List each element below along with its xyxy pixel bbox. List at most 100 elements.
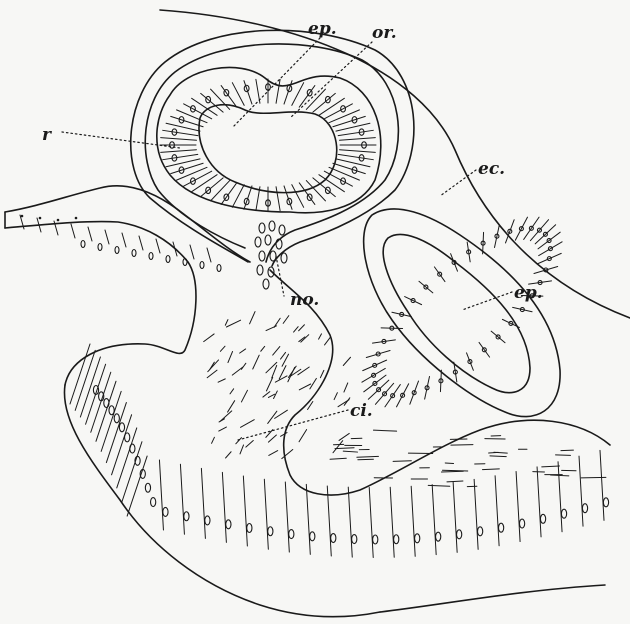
connective-fibre	[330, 458, 346, 459]
tissue-cell-wall	[201, 468, 205, 538]
tissue-cell-wall	[306, 484, 310, 554]
connective-fibre	[442, 470, 467, 471]
retina-ray	[163, 130, 198, 135]
ciliary-fibre	[266, 362, 277, 372]
connective-fibre	[445, 463, 453, 464]
ciliary-fibre	[274, 318, 280, 327]
retina-ray	[284, 81, 292, 104]
retina-ray	[232, 185, 244, 208]
retina-ray	[163, 154, 198, 159]
tissue-nucleus	[217, 265, 221, 272]
tissue-nucleus	[130, 444, 135, 453]
tissue-cell-wall	[495, 476, 499, 546]
ciliary-fibre	[334, 393, 337, 400]
tissue-nucleus	[373, 535, 378, 544]
tissue-cell-wall	[222, 472, 226, 542]
ciliary-fibre	[299, 430, 307, 442]
ciliary-fibres	[204, 312, 606, 487]
retina-ray	[221, 183, 237, 205]
retina-ray	[244, 186, 252, 209]
ciliary-fibre	[240, 349, 246, 353]
tissue-nucleus	[499, 523, 504, 532]
ring-cell-wall	[405, 297, 422, 305]
tissue-nucleus	[200, 262, 204, 269]
tissue-nucleus	[268, 527, 273, 536]
ciliary-fibre	[219, 427, 227, 431]
ciliary-fibre	[273, 347, 280, 356]
retina-ray	[313, 93, 335, 112]
tissue-cell-wall	[122, 442, 142, 502]
tissue-cell-wall	[88, 227, 92, 241]
tissue-cell-wall	[139, 236, 143, 250]
label-or: or.	[372, 23, 397, 43]
ring-cell-wall	[410, 381, 419, 404]
tissue-nucleus	[457, 530, 462, 539]
retina-inner	[199, 105, 337, 193]
ring-cells	[362, 217, 562, 407]
ciliary-fibre	[226, 320, 240, 327]
label-ci: ci.	[350, 401, 373, 421]
retina-ray	[211, 181, 230, 201]
tissue-cell-wall	[432, 485, 436, 555]
tissue-nucleus	[540, 514, 545, 523]
ciliary-fibre	[263, 392, 270, 397]
connective-fibre	[490, 456, 506, 457]
tissue-cell-wall	[190, 245, 194, 259]
tissue-nucleus	[331, 534, 336, 543]
tissue-nucleus	[603, 498, 608, 507]
tissue-nucleus	[132, 250, 136, 257]
retina-ray	[340, 138, 376, 141]
tissue-cell-wall	[159, 460, 163, 530]
ciliary-fibre	[230, 389, 234, 394]
ring-cell-wall	[434, 267, 445, 282]
tissue-cell-wall	[264, 479, 268, 549]
label-r: r	[42, 125, 52, 145]
retina-ray	[244, 81, 252, 104]
ciliary-fibre	[339, 433, 349, 440]
ciliary-fibre	[220, 411, 232, 421]
connective-fibre	[482, 469, 499, 470]
ciliary-fibre	[294, 327, 299, 332]
tissue-nucleus	[184, 512, 189, 521]
leader-r	[62, 132, 180, 148]
connective-fibre	[343, 451, 357, 452]
tissue-cell-wall	[327, 486, 331, 556]
tissue-cell-wall	[411, 486, 415, 556]
tissue-inner-bottom	[380, 585, 605, 612]
ciliary-fibre	[261, 346, 265, 351]
tissue-cell-wall	[117, 428, 137, 488]
eye-capsule-inner	[145, 44, 398, 262]
tissue-upper-inner	[5, 222, 196, 385]
connective-fibre	[551, 475, 569, 476]
tissue-cell-wall	[600, 450, 604, 520]
retina-ray	[306, 89, 325, 109]
ciliary-fibre	[344, 383, 348, 392]
tissue-cell-wall	[243, 476, 247, 546]
ciliary-fibre	[250, 312, 255, 324]
retina-ray	[338, 130, 373, 135]
tissue-nucleus	[109, 406, 114, 415]
ciliary-fibre	[241, 420, 255, 428]
tissue-nucleus	[289, 530, 294, 539]
tissue-nucleus	[415, 534, 420, 543]
ring-cell-wall	[535, 225, 555, 244]
ciliary-fibre	[241, 390, 247, 402]
ciliary-fibre	[299, 384, 310, 390]
retina-ray	[161, 150, 197, 153]
ring-cell-wall	[372, 340, 395, 343]
ring-cell-wall	[467, 242, 470, 262]
ciliary-fibre	[266, 430, 273, 438]
connective-fibre	[358, 459, 374, 460]
tissue-cell-wall	[369, 488, 373, 558]
retina-ray	[201, 93, 223, 112]
retina-ray	[299, 183, 315, 205]
connective-fibre	[447, 481, 463, 482]
tissue-cell-wall	[537, 467, 541, 537]
ciliary-fibre	[268, 435, 276, 442]
tissue-cell-wall	[558, 462, 562, 532]
label-ep-top: ep.	[308, 19, 337, 39]
tissue-nucleus	[582, 504, 587, 513]
connective-fibre	[357, 456, 379, 457]
ciliary-fibre	[325, 337, 331, 345]
tissue-cell-wall	[516, 472, 520, 542]
